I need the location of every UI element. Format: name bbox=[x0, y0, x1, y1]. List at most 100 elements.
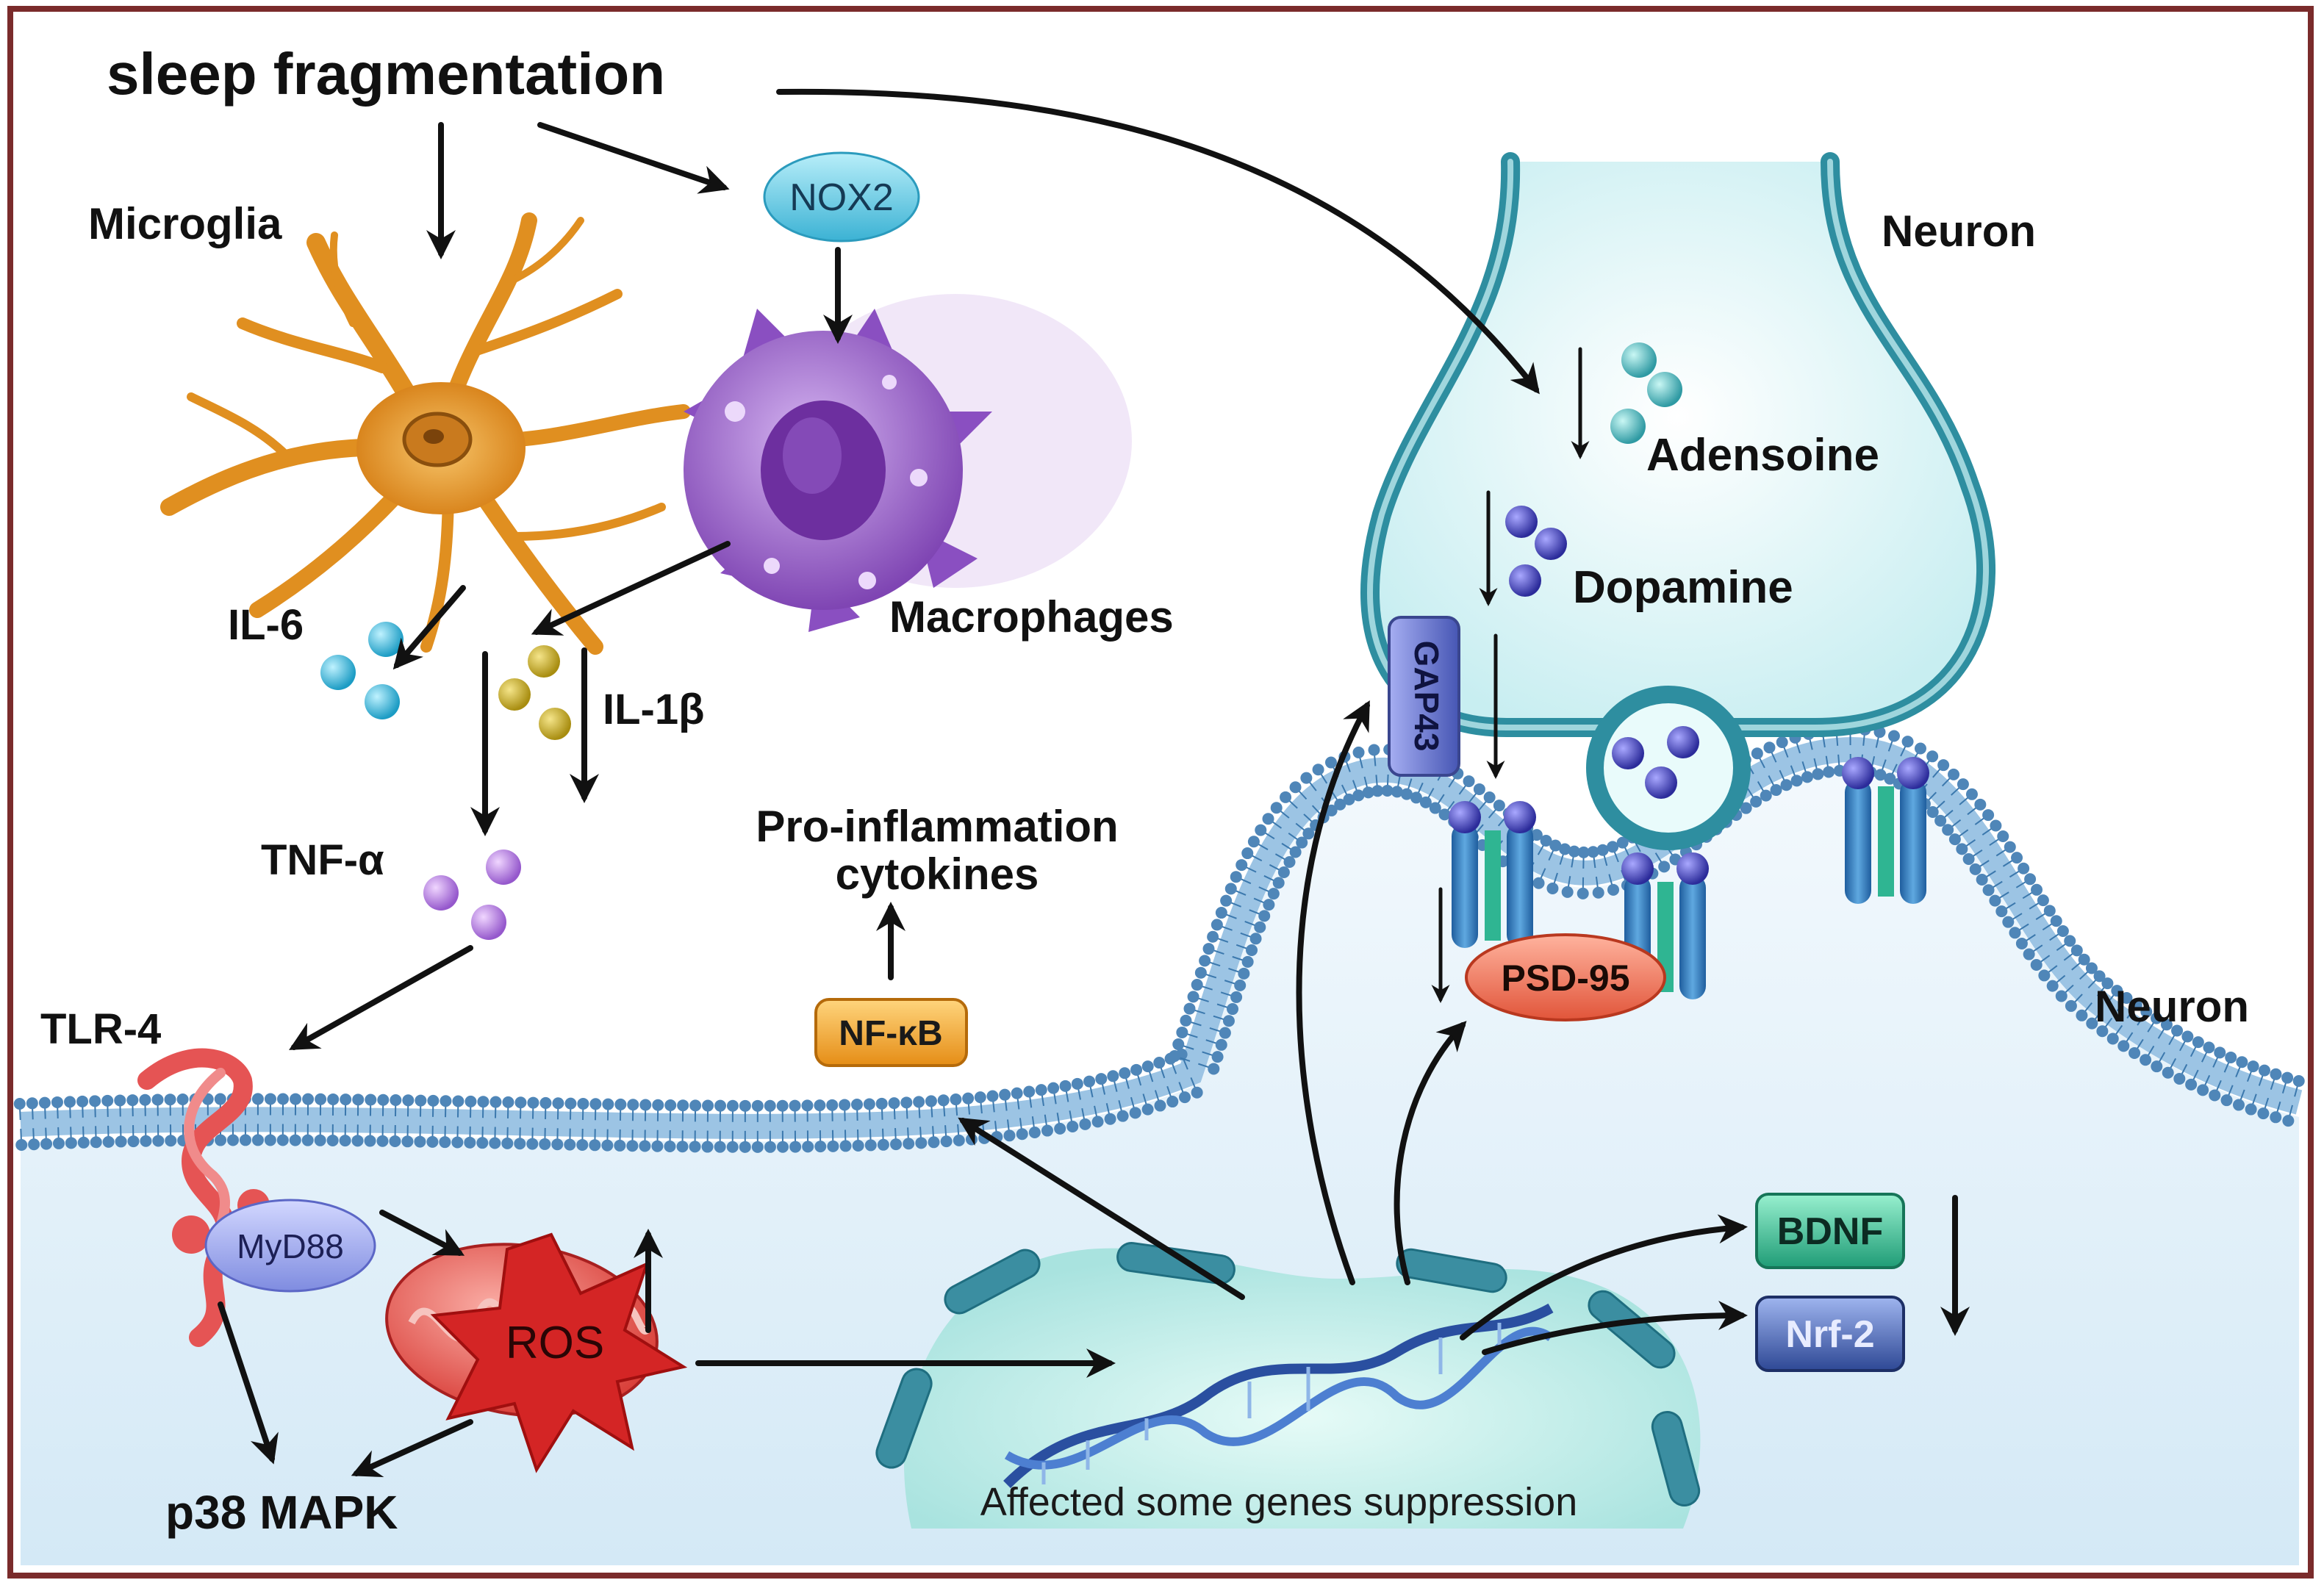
lipid-head bbox=[827, 1141, 839, 1152]
lipid-head bbox=[489, 1096, 501, 1108]
lipid-head bbox=[302, 1093, 314, 1105]
lipid-head bbox=[1353, 747, 1365, 758]
lipid-head bbox=[1607, 884, 1619, 896]
lipid-head bbox=[677, 1099, 689, 1111]
lipid-head bbox=[340, 1093, 351, 1105]
lipid-head bbox=[589, 1139, 600, 1151]
lipid-head bbox=[76, 1096, 88, 1107]
lipid-head bbox=[601, 1140, 613, 1152]
lipid-head bbox=[390, 1094, 401, 1106]
lipid-head bbox=[126, 1094, 138, 1106]
lipid-head bbox=[714, 1100, 726, 1112]
lipid-head bbox=[415, 1095, 426, 1107]
lipid-head bbox=[1949, 833, 1961, 845]
label-nucleus-genes: Affected some genes suppression bbox=[980, 1480, 1578, 1524]
lipid-head bbox=[676, 1141, 688, 1152]
lipid-head bbox=[389, 1135, 401, 1147]
lipid-head bbox=[2023, 949, 2035, 960]
lipid-head bbox=[501, 1138, 513, 1149]
lipid-head bbox=[1263, 813, 1274, 825]
lipid-head bbox=[777, 1100, 789, 1112]
lipid-head bbox=[1801, 771, 1813, 783]
lipid-head bbox=[840, 1140, 852, 1152]
lipid-head bbox=[2236, 1056, 2248, 1068]
lipid-head bbox=[900, 1096, 912, 1108]
lipid-head bbox=[414, 1136, 426, 1148]
lipid-head bbox=[26, 1097, 38, 1109]
lipid-head bbox=[1995, 905, 2007, 917]
lipid-head bbox=[814, 1141, 826, 1152]
lipid-head bbox=[1166, 1096, 1178, 1107]
lipid-head bbox=[115, 1135, 127, 1147]
lipid-head bbox=[1271, 802, 1283, 814]
lipid-head bbox=[777, 1141, 789, 1153]
lipid-head bbox=[340, 1135, 351, 1146]
lipid-head bbox=[2002, 916, 2014, 928]
lipid-head bbox=[1234, 980, 1246, 991]
lipid-head bbox=[1970, 863, 1982, 875]
lipid-head bbox=[1577, 888, 1589, 899]
lipid-head bbox=[51, 1096, 63, 1108]
lipid-head bbox=[315, 1135, 326, 1146]
lipid-head bbox=[853, 1140, 864, 1152]
lipid-head bbox=[2016, 938, 2028, 949]
lipid-head bbox=[302, 1135, 314, 1146]
myd88-protein: MyD88 bbox=[206, 1200, 375, 1291]
lipid-head bbox=[2051, 915, 2062, 927]
lipid-head bbox=[1180, 1015, 1191, 1027]
lipid-head bbox=[476, 1137, 488, 1149]
lipid-head bbox=[1948, 769, 1959, 780]
lipid-head bbox=[114, 1094, 126, 1106]
lipid-head bbox=[1142, 1060, 1154, 1072]
lipid-head bbox=[1658, 861, 1670, 872]
lipid-head bbox=[851, 1099, 863, 1110]
lipid-head bbox=[426, 1136, 438, 1148]
lipid-head bbox=[2117, 1040, 2129, 1052]
lipid-head bbox=[402, 1094, 414, 1106]
lipid-head bbox=[752, 1100, 764, 1112]
lipid-head bbox=[2011, 852, 2023, 863]
label-microglia: Microglia bbox=[88, 199, 282, 248]
lipid-head bbox=[639, 1140, 650, 1152]
lipid-head bbox=[40, 1138, 52, 1150]
lipid-head bbox=[1493, 800, 1505, 811]
lipid-head bbox=[2270, 1111, 2281, 1123]
lipid-head bbox=[539, 1138, 550, 1150]
gap43-protein: GAP43 bbox=[1389, 617, 1459, 775]
lipid-head bbox=[1216, 907, 1227, 919]
lipid-head bbox=[1791, 775, 1803, 786]
lipid-head bbox=[1248, 836, 1260, 847]
lipid-head bbox=[53, 1138, 65, 1149]
ros-label: ROS bbox=[506, 1318, 604, 1368]
lipid-head bbox=[1263, 899, 1274, 911]
lipid-head bbox=[1760, 790, 1772, 802]
lipid-head bbox=[1130, 1107, 1141, 1118]
lipid-head bbox=[1250, 933, 1262, 944]
lipid-head bbox=[514, 1138, 526, 1149]
lipid-head bbox=[966, 1133, 978, 1145]
lipid-head bbox=[814, 1099, 825, 1111]
lipid-head bbox=[925, 1095, 937, 1107]
label-dopamine: Dopamine bbox=[1573, 562, 1793, 613]
lipid-head bbox=[1199, 955, 1211, 966]
lipid-head bbox=[928, 1136, 939, 1148]
lipid-head bbox=[953, 1135, 965, 1146]
lipid-head bbox=[890, 1138, 902, 1150]
nfkb-protein: NF-κB bbox=[816, 999, 966, 1066]
lipid-head bbox=[452, 1096, 464, 1107]
lipid-head bbox=[2140, 1054, 2151, 1066]
lipid-head bbox=[626, 1140, 638, 1152]
lipid-head bbox=[2185, 1079, 2197, 1091]
lipid-head bbox=[376, 1135, 388, 1147]
lipid-head bbox=[1179, 1091, 1191, 1103]
lipid-head bbox=[265, 1134, 276, 1146]
lipid-head bbox=[1812, 768, 1823, 780]
lipid-head bbox=[1188, 991, 1199, 1002]
lipid-head bbox=[1079, 1118, 1091, 1130]
lipid-head bbox=[2004, 841, 2016, 853]
lipid-head bbox=[365, 1135, 376, 1147]
bdnf-label: BDNF bbox=[1777, 1210, 1883, 1253]
lipid-head bbox=[527, 1097, 539, 1109]
